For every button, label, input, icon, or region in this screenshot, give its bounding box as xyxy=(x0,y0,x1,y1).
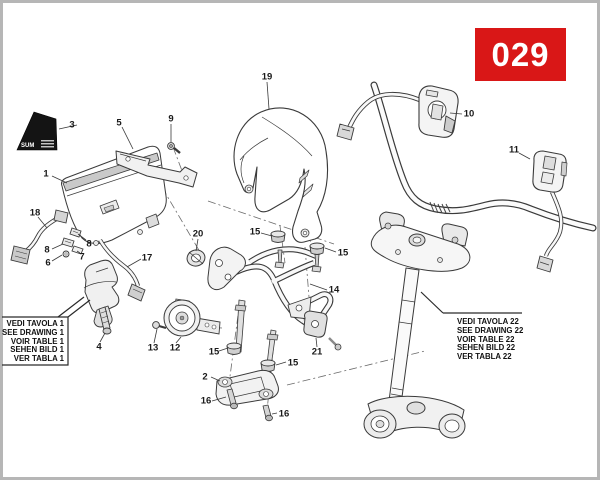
bracket-screw xyxy=(167,142,181,154)
brand-decal: SUM xyxy=(16,111,58,151)
handlebar xyxy=(370,81,597,232)
cluster-bracket xyxy=(115,150,198,188)
dash-cable xyxy=(10,209,69,265)
ignition-cable xyxy=(98,238,146,302)
reference-callout-drawing-1: VEDI TAVOLA 1 SEE DRAWING 1 VOIR TABLE 1… xyxy=(2,319,64,364)
damper-pad xyxy=(303,310,342,351)
callout-line: VOIR TABLE 22 xyxy=(457,334,515,344)
rubber-mount xyxy=(186,249,206,267)
callout-line: SEE DRAWING 22 xyxy=(457,325,524,335)
steering-stem-assembly xyxy=(363,211,471,439)
horn xyxy=(163,298,221,337)
callout-line: VEDI TAVOLA 22 xyxy=(457,317,519,326)
callout-line: VEDI TAVOLA 1 xyxy=(6,319,64,328)
right-switchgear xyxy=(532,150,568,273)
callout-line: VOIR TABLE 1 xyxy=(10,336,64,346)
callout-line: SEE DRAWING 1 xyxy=(2,327,64,337)
plate-number-badge: 029 xyxy=(475,28,566,81)
horn-bolt xyxy=(152,321,167,330)
callout-box-lines xyxy=(2,291,522,366)
reference-callout-drawing-22: VEDI TAVOLA 22 SEE DRAWING 22 VOIR TABLE… xyxy=(457,317,524,362)
lower-bracket-plate xyxy=(215,369,279,422)
callout-line: SEHEN BILD 1 xyxy=(10,345,64,355)
handlebar-knurl xyxy=(429,201,451,214)
decal-brand-text: SUM xyxy=(21,143,34,149)
small-fasteners xyxy=(61,227,84,258)
rubber-grommets xyxy=(226,230,325,372)
callout-line: VER TABLA 22 xyxy=(457,352,512,362)
ignition-bolt xyxy=(98,306,112,335)
mounting-stay xyxy=(207,246,334,375)
headlight-fairing xyxy=(233,107,329,243)
left-switchgear xyxy=(336,85,459,141)
callout-line: SEHEN BILD 22 xyxy=(457,343,516,353)
callout-line: VER TABLA 1 xyxy=(13,354,64,364)
leader-lines xyxy=(37,81,531,415)
